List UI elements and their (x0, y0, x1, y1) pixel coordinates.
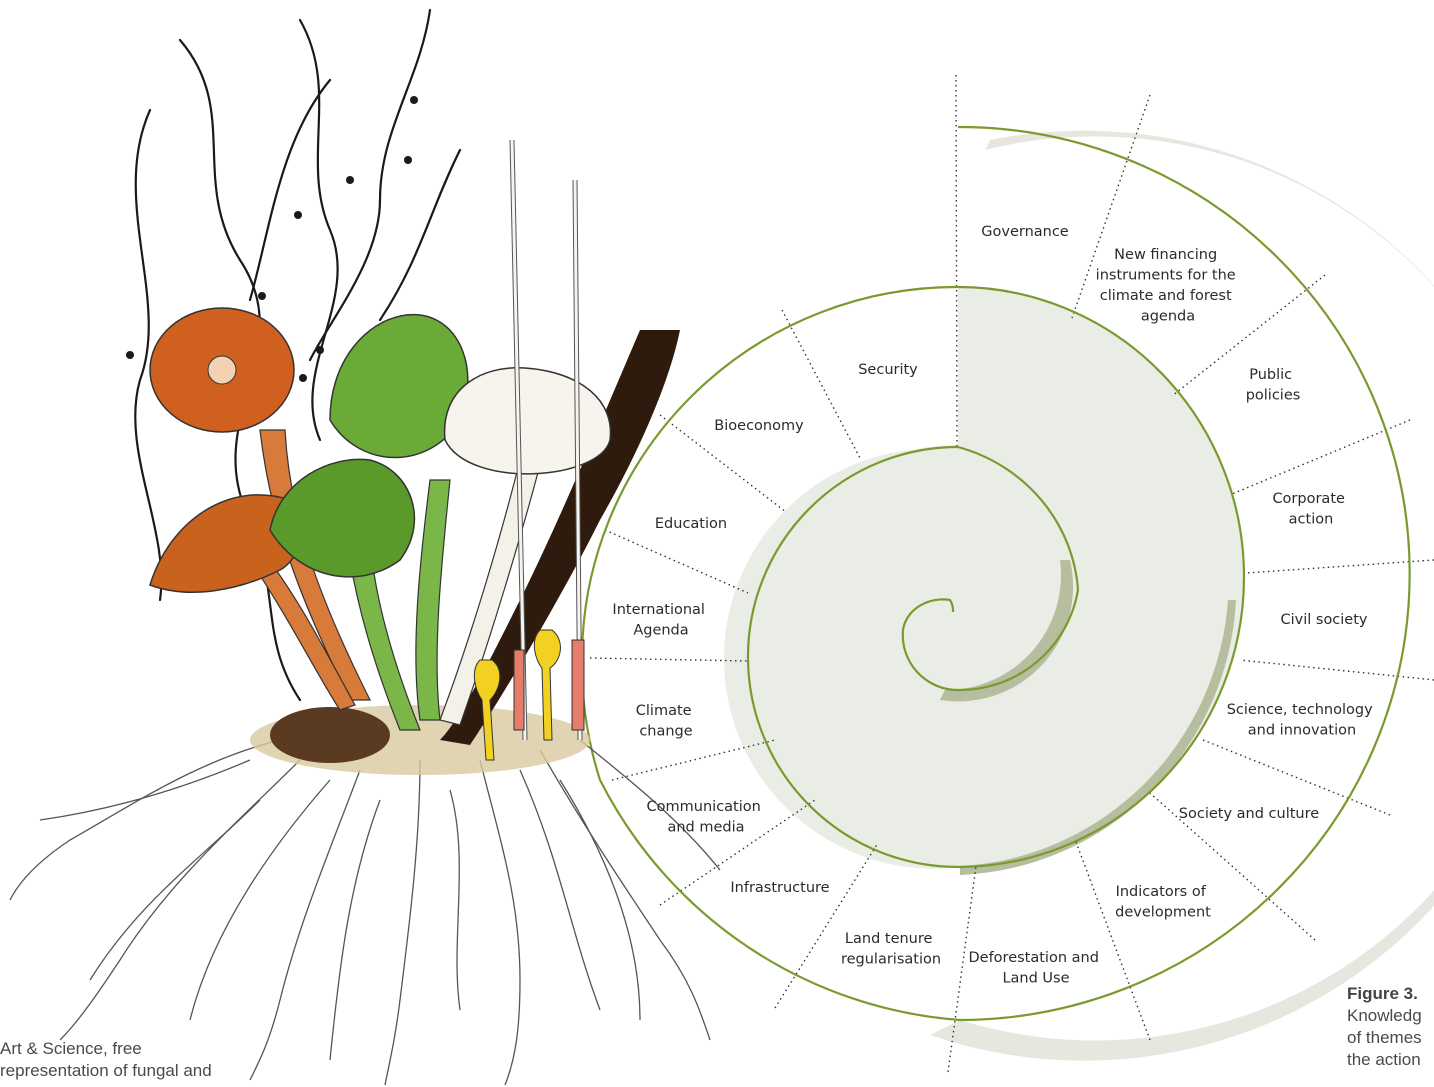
label-education: Education (655, 516, 727, 532)
label-public-policies: Public policies (1246, 367, 1301, 404)
label-climate-change: Climate change (636, 703, 696, 740)
divider-governance-top (956, 75, 957, 446)
divider-bioeconomy-security (782, 310, 860, 458)
divider-corporate-civil (1246, 560, 1434, 573)
label-communication: Communication and media (647, 799, 766, 836)
label-international-agenda: International Agenda (612, 602, 709, 639)
divider-international-education (605, 530, 748, 593)
label-new-financing: New financing instruments for the climat… (1096, 247, 1241, 325)
divider-policies-corporate (1232, 420, 1410, 494)
figure-caption-line: Knowledg (1347, 1005, 1422, 1027)
label-governance: Governance (981, 224, 1069, 240)
label-bioeconomy: Bioeconomy (714, 418, 804, 434)
label-security: Security (858, 362, 918, 378)
figure-caption-line: the action (1347, 1049, 1422, 1071)
label-civil-society: Civil society (1280, 612, 1367, 628)
figure-caption-line: of themes (1347, 1027, 1422, 1049)
label-science-technology: Science, technology and innovation (1227, 702, 1378, 739)
divider-governance-financing (1072, 95, 1150, 318)
art-caption-line: representation of fungal and (0, 1060, 212, 1082)
art-caption: Art & Science, free representation of fu… (0, 1038, 212, 1082)
art-caption-line: Art & Science, free (0, 1038, 212, 1060)
label-indicators: Indicators of development (1115, 884, 1211, 921)
spiral-shapes (724, 131, 1434, 1061)
label-deforestation: Deforestation and Land Use (968, 950, 1103, 987)
divider-tenure-infrastructure (775, 843, 878, 1008)
divider-science-society (1203, 740, 1390, 815)
label-infrastructure: Infrastructure (730, 880, 829, 896)
divider-indicators-deforestation (1076, 842, 1150, 1040)
figure-caption: Figure 3. Knowledg of themes the action (1347, 983, 1422, 1071)
label-land-tenure: Land tenure regularisation (841, 931, 941, 968)
divider-civil-science (1240, 660, 1434, 680)
fungi-illustration-icon (10, 10, 720, 1085)
label-society-culture: Society and culture (1179, 806, 1319, 822)
label-corporate-action: Corporate action (1272, 491, 1349, 528)
inner-disc-fill (724, 287, 1244, 869)
figure-caption-title: Figure 3. (1347, 983, 1422, 1005)
